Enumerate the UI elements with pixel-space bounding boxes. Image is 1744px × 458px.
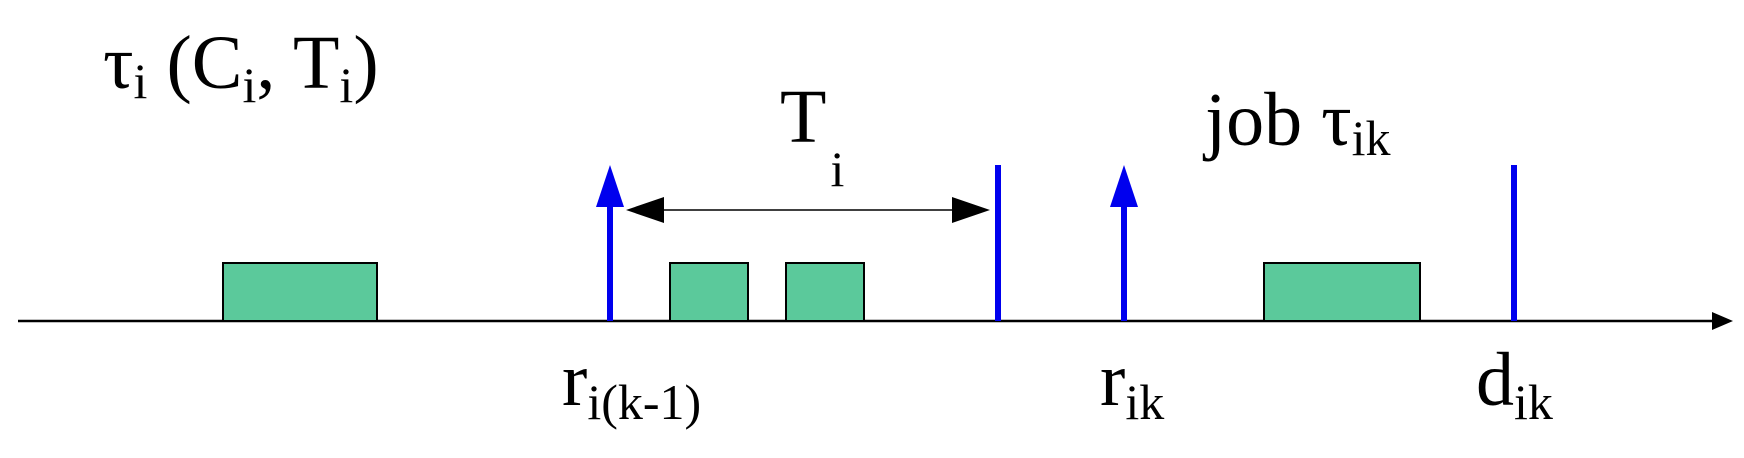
release-label-prev: ri(k-1) [562,338,701,430]
job-label: job τik [1202,78,1391,166]
job-block-1 [222,262,378,322]
job-block-3 [785,262,865,322]
release-arrow-prev [596,165,624,321]
deadline-label: dik [1476,338,1553,430]
period-arrow [626,197,990,223]
job-block-2 [669,262,749,322]
release-label-curr: rik [1100,338,1164,430]
period-label: Ti [780,75,844,197]
task-label: τi (Ci, Ti) [103,21,379,113]
time-axis-arrowhead [1712,312,1733,330]
job-block-4 [1263,262,1421,322]
release-arrow-curr [1110,165,1138,321]
